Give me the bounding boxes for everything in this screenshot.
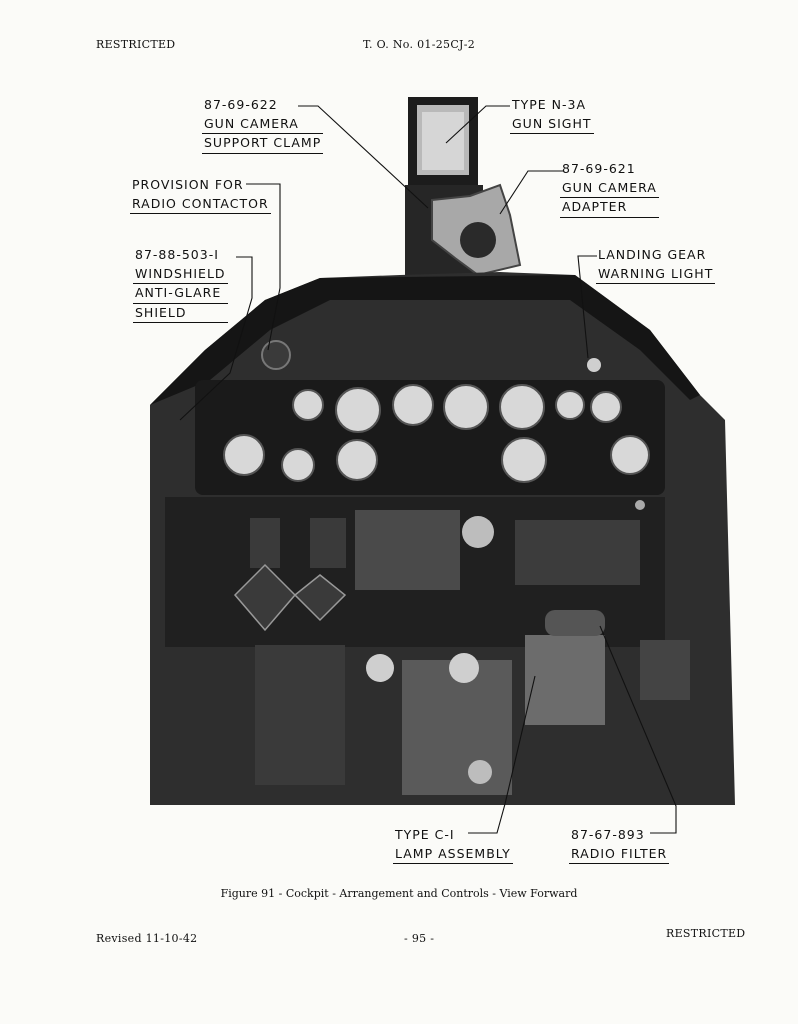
cockpit-illustration: [150, 97, 735, 805]
callout-text: LANDING GEAR: [598, 247, 707, 262]
footer-revision: Revised 11-10-42: [96, 932, 198, 945]
header-restricted-left: RESTRICTED: [96, 38, 176, 51]
callout-text: PROVISION FOR: [132, 177, 244, 192]
callout-text: RADIO CONTACTOR: [130, 195, 271, 214]
callout-text: GUN CAMERA: [202, 115, 324, 134]
callout-gun-camera-support-clamp: 87-69-622 GUN CAMERA SUPPORT CLAMP: [202, 96, 324, 154]
callout-anti-glare-shield: 87-88-503-I WINDSHIELD ANTI-GLARE SHIELD: [133, 246, 228, 323]
footer-page-number: - 95 -: [404, 932, 435, 945]
header-document-number: T. O. No. 01-25CJ-2: [363, 38, 476, 51]
callout-text: WINDSHIELD: [133, 265, 228, 284]
callout-gun-camera-adapter: 87-69-621 GUN CAMERA ADAPTER: [560, 160, 659, 218]
callout-text: GUN SIGHT: [510, 115, 594, 134]
callout-text: ADAPTER: [560, 198, 659, 218]
callout-text: 87-69-622: [204, 97, 278, 112]
callout-text: SHIELD: [133, 304, 228, 323]
callout-text: 87-88-503-I: [135, 247, 219, 262]
callout-lamp-assembly: TYPE C-I LAMP ASSEMBLY: [393, 826, 513, 864]
callout-text: RADIO FILTER: [569, 845, 670, 864]
figure-caption: Figure 91 - Cockpit - Arrangement and Co…: [220, 887, 578, 900]
callout-text: TYPE N-3A: [512, 97, 587, 112]
footer-restricted-right: RESTRICTED: [666, 927, 746, 940]
leader-lines: [179, 105, 677, 834]
callout-radio-filter: 87-67-893 RADIO FILTER: [569, 826, 670, 864]
callout-text: 87-67-893: [571, 827, 645, 842]
callout-gun-sight: TYPE N-3A GUN SIGHT: [510, 96, 594, 134]
callout-landing-gear-warning-light: LANDING GEAR WARNING LIGHT: [596, 246, 716, 284]
callout-text: 87-69-621: [562, 161, 636, 176]
callout-text: ANTI-GLARE: [133, 284, 228, 304]
callout-text: WARNING LIGHT: [596, 265, 716, 284]
callout-text: SUPPORT CLAMP: [202, 134, 324, 154]
callout-text: LAMP ASSEMBLY: [393, 845, 513, 864]
callout-radio-contactor: PROVISION FOR RADIO CONTACTOR: [130, 176, 271, 214]
callout-text: TYPE C-I: [395, 827, 455, 842]
callout-text: GUN CAMERA: [560, 179, 659, 198]
